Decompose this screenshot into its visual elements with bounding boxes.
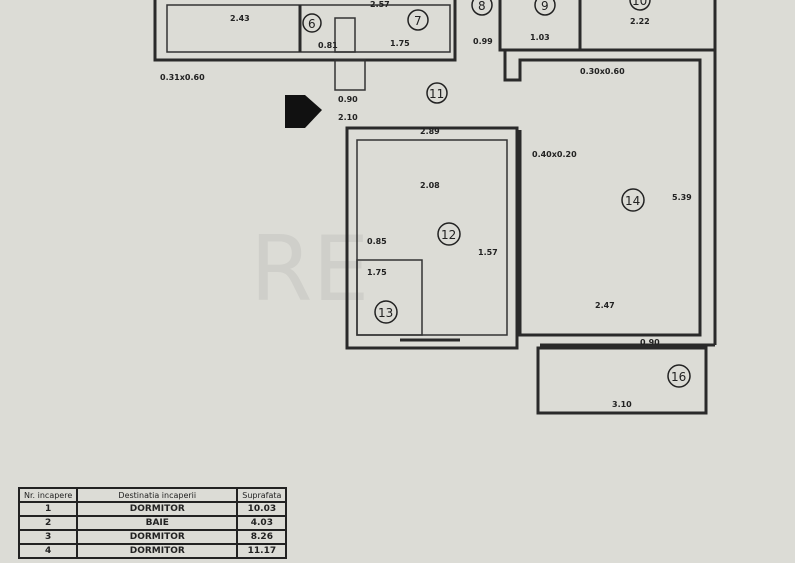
svg-text:2.08: 2.08	[420, 181, 440, 190]
svg-text:2.47: 2.47	[595, 301, 615, 310]
wall	[356, 139, 508, 336]
svg-text:2.57: 2.57	[370, 0, 390, 9]
svg-text:0.31x0.60: 0.31x0.60	[160, 73, 205, 82]
wall	[153, 0, 457, 62]
svg-text:11: 11	[429, 87, 444, 101]
wall	[356, 259, 423, 336]
entrance-arrow-icon	[285, 95, 322, 128]
wall	[503, 50, 702, 337]
svg-text:7: 7	[414, 14, 422, 28]
svg-text:0.90: 0.90	[338, 95, 358, 104]
wall	[334, 59, 366, 91]
wall	[166, 4, 451, 53]
wall	[498, 0, 717, 52]
svg-text:0.30x0.60: 0.30x0.60	[580, 67, 625, 76]
svg-text:10: 10	[632, 0, 647, 8]
svg-text:1.75: 1.75	[390, 39, 410, 48]
svg-text:6: 6	[308, 17, 316, 31]
wall	[345, 126, 519, 350]
svg-text:1.75: 1.75	[367, 268, 387, 277]
column-header: Destinatia incaperii	[76, 487, 239, 503]
svg-text:2.22: 2.22	[630, 17, 650, 26]
svg-text:0.99: 0.99	[473, 37, 493, 46]
wall	[536, 346, 708, 415]
room-labels: 6 7 8 9 10 11 12 13 14 16	[302, 0, 691, 388]
svg-text:13: 13	[378, 306, 393, 320]
svg-text:0.85: 0.85	[367, 237, 387, 246]
wall	[334, 17, 356, 53]
svg-text:2.89: 2.89	[420, 127, 440, 136]
svg-text:0.81: 0.81	[318, 41, 338, 50]
svg-text:1.03: 1.03	[530, 33, 550, 42]
dimension-labels: 2.43 2.57 0.81 1.75 0.99 1.03 2.22 0.31x…	[160, 0, 692, 409]
svg-text:3.10: 3.10	[612, 400, 632, 409]
svg-text:12: 12	[441, 228, 456, 242]
svg-text:9: 9	[541, 0, 549, 13]
svg-text:14: 14	[625, 194, 640, 208]
svg-text:0.90: 0.90	[640, 338, 660, 347]
svg-text:1.57: 1.57	[478, 248, 498, 257]
svg-text:16: 16	[671, 370, 686, 384]
column-header: Nr. incapere	[17, 487, 79, 503]
svg-text:2.10: 2.10	[338, 113, 358, 122]
watermark: RE	[250, 217, 369, 322]
column-header: Suprafata	[236, 487, 288, 503]
svg-text:8: 8	[478, 0, 486, 13]
svg-text:0.40x0.20: 0.40x0.20	[532, 150, 577, 159]
svg-text:5.39: 5.39	[672, 193, 692, 202]
svg-text:2.43: 2.43	[230, 14, 250, 23]
rooms-table: Nr. incapere Destinatia incaperii Supraf…	[17, 487, 288, 559]
